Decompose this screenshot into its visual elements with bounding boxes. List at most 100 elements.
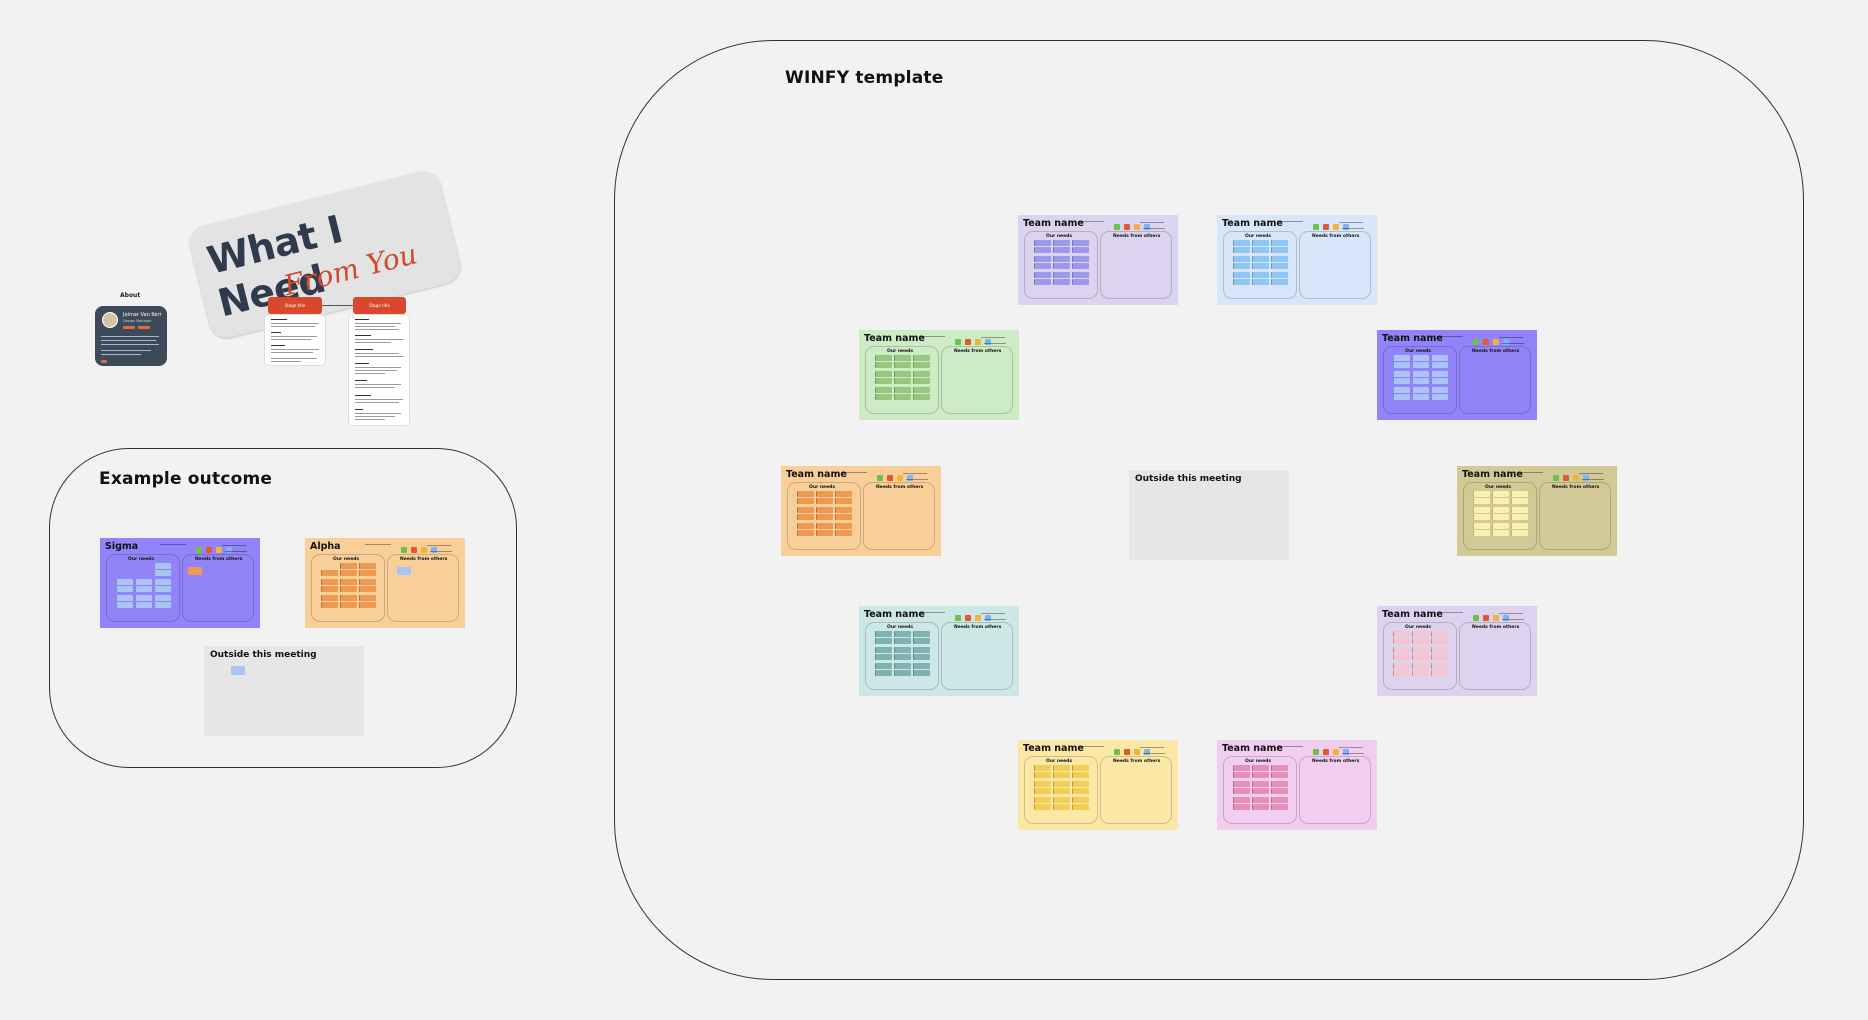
- sticky-note[interactable]: [1492, 523, 1509, 529]
- sticky-note[interactable]: [116, 586, 133, 592]
- sticky-note[interactable]: [1511, 498, 1528, 504]
- sticky-note[interactable]: [835, 498, 852, 504]
- sticky-note[interactable]: [321, 595, 338, 601]
- sticky-note[interactable]: [340, 579, 357, 585]
- sticky-note[interactable]: [154, 595, 171, 601]
- sticky-note[interactable]: [1072, 263, 1089, 269]
- sticky-note[interactable]: [1412, 663, 1429, 669]
- sticky-note[interactable]: [1053, 279, 1070, 285]
- sticky-note[interactable]: [1034, 272, 1051, 278]
- sticky-note[interactable]: [1431, 355, 1448, 361]
- board-team-name[interactable]: Team name: [1382, 333, 1443, 344]
- sticky-note[interactable]: [894, 647, 911, 653]
- sticky-note[interactable]: [1271, 781, 1288, 787]
- sticky-note[interactable]: [1034, 781, 1051, 787]
- sticky-note[interactable]: [1271, 272, 1288, 278]
- sticky-note[interactable]: [1233, 772, 1250, 778]
- sticky-note[interactable]: [154, 563, 171, 569]
- stage-tag-right[interactable]: Stage title: [353, 297, 406, 314]
- sticky-note[interactable]: [1431, 362, 1448, 368]
- sticky-note[interactable]: [913, 394, 930, 400]
- sticky-note[interactable]: [359, 563, 376, 569]
- sticky-note[interactable]: [913, 663, 930, 669]
- sticky-note[interactable]: [359, 602, 376, 608]
- sticky-note[interactable]: [1431, 371, 1448, 377]
- sticky-note[interactable]: [1053, 256, 1070, 262]
- sticky-note[interactable]: [1473, 498, 1490, 504]
- sticky-note[interactable]: [835, 507, 852, 513]
- sticky-note[interactable]: [1393, 638, 1410, 644]
- sticky-note[interactable]: [340, 570, 357, 576]
- sticky-note[interactable]: [1034, 256, 1051, 262]
- sticky-note[interactable]: [875, 631, 892, 637]
- sticky-note[interactable]: [1393, 631, 1410, 637]
- sticky-note[interactable]: [894, 371, 911, 377]
- sticky-note[interactable]: [875, 647, 892, 653]
- sticky-note[interactable]: [816, 507, 833, 513]
- sticky-note[interactable]: [835, 514, 852, 520]
- sticky-note[interactable]: [1473, 507, 1490, 513]
- board-team-name[interactable]: Team name: [786, 469, 847, 480]
- sticky-note[interactable]: [1072, 804, 1089, 810]
- sticky-note[interactable]: [1252, 240, 1269, 246]
- sticky-note[interactable]: [1492, 491, 1509, 497]
- sticky-note[interactable]: [1053, 240, 1070, 246]
- sticky-note[interactable]: [1233, 272, 1250, 278]
- sticky-note[interactable]: [1034, 263, 1051, 269]
- sticky-note[interactable]: [1271, 788, 1288, 794]
- sticky-note[interactable]: [1053, 797, 1070, 803]
- board-team-name[interactable]: Sigma: [105, 541, 139, 552]
- sticky-note[interactable]: [359, 579, 376, 585]
- sticky-note[interactable]: [816, 491, 833, 497]
- sticky-note[interactable]: [154, 570, 171, 576]
- board-team-name[interactable]: Team name: [1222, 218, 1283, 229]
- sticky-note[interactable]: [1393, 654, 1410, 660]
- sticky-note[interactable]: [816, 530, 833, 536]
- sticky-note[interactable]: [1053, 804, 1070, 810]
- sticky-note[interactable]: [1053, 247, 1070, 253]
- sticky-note[interactable]: [835, 523, 852, 529]
- sticky-note[interactable]: [913, 670, 930, 676]
- sticky-note[interactable]: [1072, 788, 1089, 794]
- sticky-note[interactable]: [875, 394, 892, 400]
- sticky-note[interactable]: [797, 498, 814, 504]
- sticky-note[interactable]: [1034, 247, 1051, 253]
- sticky-note[interactable]: [1053, 781, 1070, 787]
- sticky-note[interactable]: [1252, 772, 1269, 778]
- sticky-note[interactable]: [894, 663, 911, 669]
- sticky-note[interactable]: [875, 355, 892, 361]
- sticky-note[interactable]: [894, 631, 911, 637]
- sticky-note[interactable]: [913, 378, 930, 384]
- sticky-note[interactable]: [1393, 362, 1410, 368]
- sticky-note[interactable]: [154, 602, 171, 608]
- sticky-note[interactable]: [188, 567, 202, 575]
- sticky-note[interactable]: [894, 362, 911, 368]
- sticky-note[interactable]: [797, 507, 814, 513]
- sticky-note[interactable]: [797, 514, 814, 520]
- sticky-note[interactable]: [340, 586, 357, 592]
- sticky-note[interactable]: [154, 586, 171, 592]
- sticky-note[interactable]: [894, 378, 911, 384]
- sticky-note[interactable]: [1233, 247, 1250, 253]
- sticky-note[interactable]: [1233, 279, 1250, 285]
- sticky-note[interactable]: [135, 602, 152, 608]
- sticky-note[interactable]: [1431, 631, 1448, 637]
- sticky-note[interactable]: [116, 602, 133, 608]
- sticky-note[interactable]: [1252, 247, 1269, 253]
- sticky-note[interactable]: [1271, 240, 1288, 246]
- sticky-note[interactable]: [359, 570, 376, 576]
- sticky-note[interactable]: [875, 362, 892, 368]
- sticky-note[interactable]: [913, 387, 930, 393]
- sticky-note[interactable]: [1034, 279, 1051, 285]
- sticky-note[interactable]: [1072, 240, 1089, 246]
- sticky-note[interactable]: [359, 595, 376, 601]
- sticky-note[interactable]: [340, 595, 357, 601]
- sticky-note[interactable]: [1511, 491, 1528, 497]
- sticky-note[interactable]: [1431, 387, 1448, 393]
- sticky-note[interactable]: [135, 579, 152, 585]
- sticky-note[interactable]: [1473, 491, 1490, 497]
